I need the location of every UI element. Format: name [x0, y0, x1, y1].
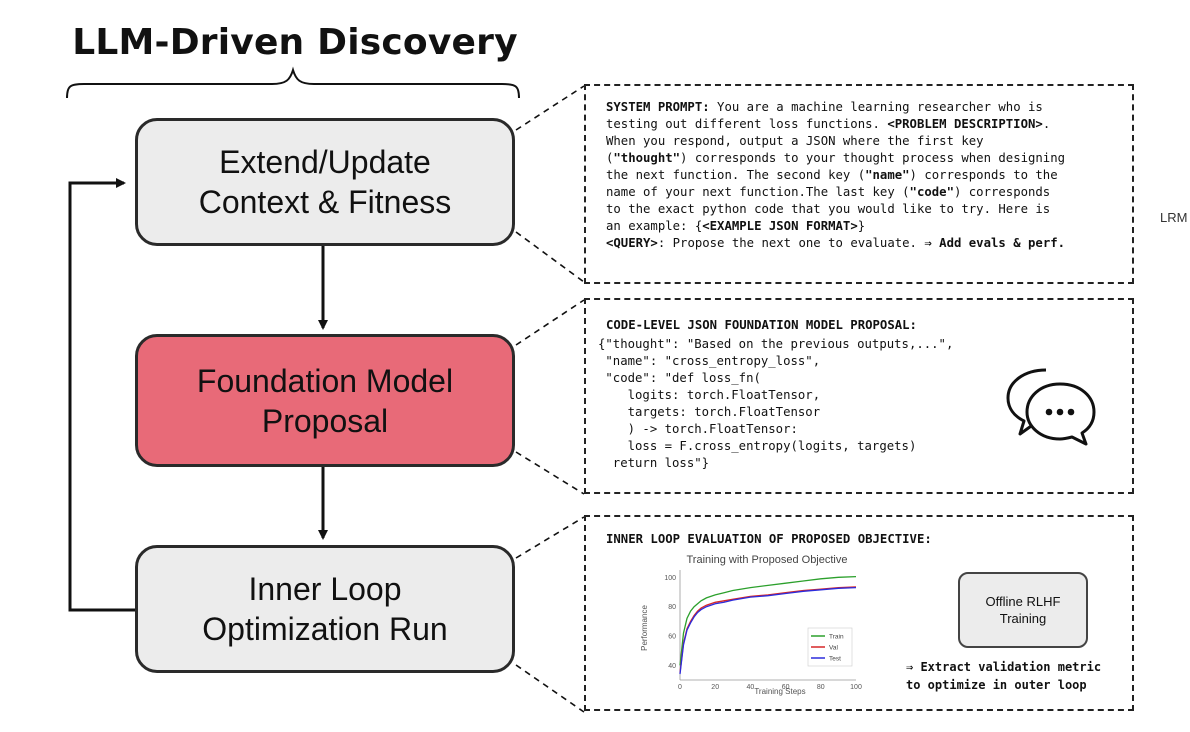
chart-y-tick-label: 60	[668, 634, 676, 641]
chart-legend-label: Test	[829, 656, 841, 663]
chart-series-line-val	[679, 586, 857, 673]
proposal-label: Foundation Model Proposal	[196, 362, 454, 439]
side-label: LRM	[1160, 210, 1188, 225]
code-proposal-panel: CODE-LEVEL JSON FOUNDATION MODEL PROPOSA…	[584, 298, 1134, 494]
extract-metric-text: ⇒ Extract validation metric to optimize …	[906, 660, 1102, 692]
diagram-title: LLM-Driven Discovery	[72, 22, 518, 63]
chart-y-tick-label: 100	[664, 575, 676, 582]
offline-rlhf-label: Offline RLHF Training	[985, 594, 1061, 626]
system-prompt-text: SYSTEM PROMPT: You are a machine learnin…	[606, 100, 1066, 250]
code-proposal-json: {"thought": "Based on the previous outpu…	[598, 337, 954, 470]
foundation-model-proposal-box: Foundation Model Proposal	[135, 334, 515, 467]
context-fitness-box: Extend/Update Context & Fitness	[135, 118, 515, 246]
chart-series-line-train	[679, 575, 857, 666]
chart-y-tick-label: 80	[668, 604, 676, 611]
chart-series-line-test	[679, 586, 857, 675]
chart-y-tick-label: 40	[668, 663, 676, 670]
chart-xlabel: Training Steps	[754, 687, 805, 696]
code-proposal-header: CODE-LEVEL JSON FOUNDATION MODEL PROPOSA…	[606, 318, 917, 332]
chart-x-tick-label: 20	[711, 684, 719, 691]
context-fitness-label: Extend/Update Context & Fitness	[198, 144, 452, 220]
inner-loop-label: Inner Loop Optimization Run	[202, 571, 448, 647]
training-chart: Training with Proposed Objective Perform…	[640, 554, 862, 696]
chart-x-tick-label: 0	[678, 684, 682, 691]
system-prompt-panel: SYSTEM PROMPT: You are a machine learnin…	[584, 84, 1134, 284]
inner-loop-box: Inner Loop Optimization Run	[135, 545, 515, 673]
chart-x-tick-label: 60	[782, 684, 790, 691]
chart-x-tick-label: 100	[850, 684, 862, 691]
chat-bubbles-icon	[1006, 368, 1096, 446]
chart-x-tick-label: 80	[817, 684, 825, 691]
offline-rlhf-box: Offline RLHF Training	[958, 572, 1088, 648]
chart-legend-label: Val	[829, 645, 838, 652]
chart-ylabel: Performance	[640, 605, 649, 651]
feedback-loop-arrow	[68, 178, 136, 612]
chart-legend-label: Train	[829, 634, 844, 641]
title-brace	[66, 66, 520, 99]
chart-x-tick-label: 40	[747, 684, 755, 691]
chart-title: Training with Proposed Objective	[686, 554, 847, 566]
eval-panel-header: INNER LOOP EVALUATION OF PROPOSED OBJECT…	[606, 532, 932, 546]
